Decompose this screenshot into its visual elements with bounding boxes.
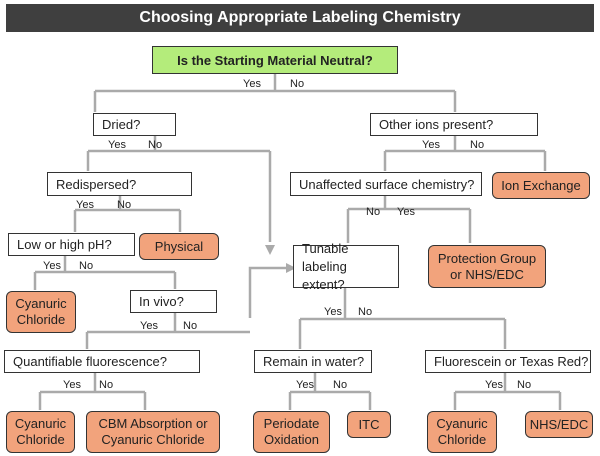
- label-redispersed-no: No: [117, 199, 132, 211]
- label-unaffected-no: No: [366, 206, 381, 218]
- label-dried-yes: Yes: [108, 139, 126, 151]
- label-quantifiable-yes: Yes: [63, 379, 81, 391]
- label-dried-no: No: [148, 139, 163, 151]
- node-tunable: Tunable labeling extent?: [293, 241, 399, 292]
- node-in-vivo: In vivo?: [130, 290, 217, 313]
- node-periodate-oxidation: Periodate Oxidation: [253, 411, 330, 453]
- node-physical: Physical: [139, 233, 219, 260]
- node-dried: Dried?: [93, 113, 176, 136]
- label-ph-no: No: [79, 260, 94, 272]
- node-protection-group: Protection Group or NHS/EDC: [428, 245, 546, 288]
- node-unaffected-surface: Unaffected surface chemistry?: [290, 172, 482, 196]
- node-fluorescein-texas-red: Fluorescein or Texas Red?: [425, 350, 591, 373]
- label-fluorescein-no: No: [517, 379, 532, 391]
- label-ions-yes: Yes: [422, 139, 440, 151]
- label-unaffected-yes: Yes: [397, 206, 415, 218]
- label-start-no: No: [290, 78, 305, 90]
- node-other-ions: Other ions present?: [370, 113, 538, 136]
- node-cbm-absorption: CBM Absorption or Cyanuric Chloride: [86, 411, 220, 453]
- label-fluorescein-yes: Yes: [485, 379, 503, 391]
- label-water-no: No: [333, 379, 348, 391]
- diagram-title: Choosing Appropriate Labeling Chemistry: [6, 4, 594, 32]
- label-invivo-yes: Yes: [140, 320, 158, 332]
- node-redispersed: Redispersed?: [47, 172, 192, 196]
- node-quantifiable-fluorescence: Quantifiable fluorescence?: [4, 350, 200, 373]
- label-invivo-no: No: [183, 320, 198, 332]
- node-itc: ITC: [347, 411, 391, 438]
- label-ph-yes: Yes: [43, 260, 61, 272]
- node-ion-exchange: Ion Exchange: [492, 172, 590, 199]
- node-cyanuric-chloride-3: Cyanuric Chloride: [427, 411, 497, 453]
- label-tunable-no: No: [358, 306, 373, 318]
- label-water-yes: Yes: [296, 379, 314, 391]
- node-remain-in-water: Remain in water?: [254, 350, 372, 373]
- label-redispersed-yes: Yes: [76, 199, 94, 211]
- node-ph: Low or high pH?: [8, 233, 135, 256]
- node-cyanuric-chloride-2: Cyanuric Chloride: [6, 411, 75, 453]
- node-start: Is the Starting Material Neutral?: [152, 46, 398, 74]
- label-quantifiable-no: No: [99, 379, 114, 391]
- label-start-yes: Yes: [243, 78, 261, 90]
- label-ions-no: No: [470, 139, 485, 151]
- node-cyanuric-chloride-1: Cyanuric Chloride: [6, 291, 76, 333]
- label-tunable-yes: Yes: [324, 306, 342, 318]
- node-nhs-edc: NHS/EDC: [525, 411, 593, 438]
